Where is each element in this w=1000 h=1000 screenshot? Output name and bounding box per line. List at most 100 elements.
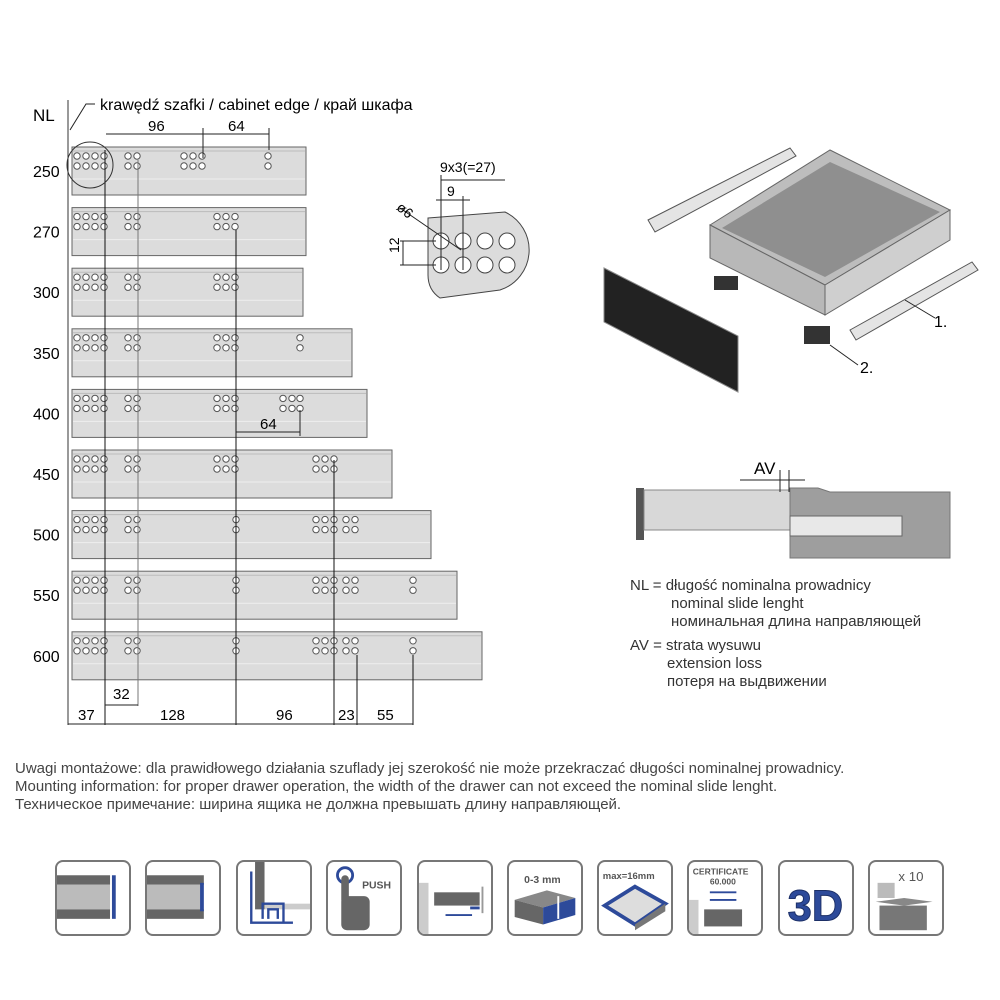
mounting-hole (231, 212, 239, 221)
nl-legend-line: NL = długość nominalna prowadnicy (630, 577, 871, 594)
mounting-hole (91, 525, 99, 534)
mounting-hole (73, 273, 81, 281)
mounting-hole (133, 576, 141, 584)
mounting-hole (180, 152, 188, 160)
mounting-hole (133, 334, 141, 342)
mounting-hole (91, 637, 99, 645)
side-adjust-icon (417, 860, 493, 936)
dim-64-mid: 64 (260, 416, 277, 433)
mounting-hole (100, 647, 108, 655)
mounting-hole (231, 222, 239, 231)
av-label: AV (754, 459, 776, 478)
mounting-hole (91, 394, 99, 403)
mounting-hole (73, 152, 81, 160)
mounting-hole (82, 152, 90, 160)
mounting-hole (73, 647, 81, 655)
mounting-hole (124, 525, 132, 534)
mounting-hole (91, 344, 99, 352)
detail-hole (476, 256, 494, 274)
drawer-side-270: 270 (33, 207, 307, 257)
nl-legend: NL = długość nominalna prowadnicy nomina… (630, 577, 921, 631)
mounting-hole (82, 222, 90, 231)
dim-64-top: 64 (228, 118, 245, 135)
dim-37: 37 (78, 707, 95, 724)
mounting-hole (82, 162, 90, 170)
mounting-hole (124, 637, 132, 645)
mounting-hole (124, 394, 132, 403)
mounting-hole (124, 162, 132, 170)
dim-96-top: 96 (148, 118, 165, 135)
mounting-hole (82, 334, 90, 342)
mounting-hole (100, 404, 108, 413)
mounting-hole (100, 515, 108, 524)
mounting-hole (82, 455, 90, 463)
mounting-hole (100, 394, 108, 403)
hole-detail: 9x3(=27) 9 ø6 12 (386, 159, 530, 299)
mounting-hole (222, 465, 230, 473)
drilling-diagram: NL krawędź szafki / cabinet edge / край … (33, 97, 979, 725)
size-label: 500 (33, 528, 60, 545)
mounting-hole (231, 273, 239, 281)
mounting-hole (133, 637, 141, 645)
mounting-hole (264, 152, 272, 160)
size-label: 300 (33, 285, 60, 302)
size-label: 450 (33, 467, 60, 484)
callout-2: 2. (860, 360, 873, 377)
mounting-hole (100, 465, 108, 473)
mounting-hole (91, 334, 99, 342)
mounting-hole (222, 404, 230, 413)
size-label: 250 (33, 164, 60, 181)
av-legend-line: потеря на выдвижении (667, 673, 827, 690)
mounting-hole (231, 404, 239, 413)
mounting-hole (91, 273, 99, 281)
drawer-side-450: 450 (33, 449, 393, 499)
3d-model-icon: 3D (778, 860, 854, 936)
mounting-hole (213, 455, 221, 463)
mounting-clip-icon (236, 860, 312, 936)
mounting-hole (91, 212, 99, 221)
clip-left (714, 276, 738, 290)
mounting-hole (82, 273, 90, 281)
mounting-hole (73, 637, 81, 645)
mounting-hole (296, 394, 304, 403)
av-legend-line: AV = strata wysuwu (630, 637, 762, 654)
mounting-hole (82, 465, 90, 473)
av-legend-line: extension loss (667, 655, 763, 672)
mounting-hole (213, 334, 221, 342)
mounting-hole (351, 525, 359, 534)
mounting-hole (133, 222, 141, 231)
thickness-label: max=16mm (603, 871, 655, 882)
mounting-hole (73, 576, 81, 584)
mounting-hole (91, 283, 99, 291)
mounting-hole (82, 515, 90, 524)
size-label: 350 (33, 346, 60, 363)
mounting-hole (73, 455, 81, 463)
mounting-hole (342, 515, 350, 524)
mounting-hole (124, 283, 132, 291)
mounting-hole (100, 162, 108, 170)
mounting-hole (231, 283, 239, 291)
mounting-hole (124, 152, 132, 160)
mounting-hole (198, 162, 206, 170)
cabinet-edge-label: krawędź szafki / cabinet edge / край шка… (100, 97, 413, 114)
mounting-hole (342, 647, 350, 655)
extension-loss-view: AV (636, 459, 951, 559)
mounting-hole (231, 455, 239, 463)
mounting-hole (91, 576, 99, 584)
mounting-hole (133, 273, 141, 281)
side-thickness-icon: max=16mm (597, 860, 673, 936)
mounting-hole (91, 152, 99, 160)
mounting-hole (198, 152, 206, 160)
mounting-hole (312, 515, 320, 524)
mounting-hole (312, 576, 320, 584)
mounting-hole (279, 394, 287, 403)
mounting-hole (231, 394, 239, 403)
mounting-hole (288, 404, 296, 413)
mounting-hole (133, 455, 141, 463)
mounting-hole (231, 465, 239, 473)
mounting-hole (213, 465, 221, 473)
full-extension-icon (55, 860, 131, 936)
mounting-hole (91, 647, 99, 655)
mounting-hole (91, 586, 99, 594)
